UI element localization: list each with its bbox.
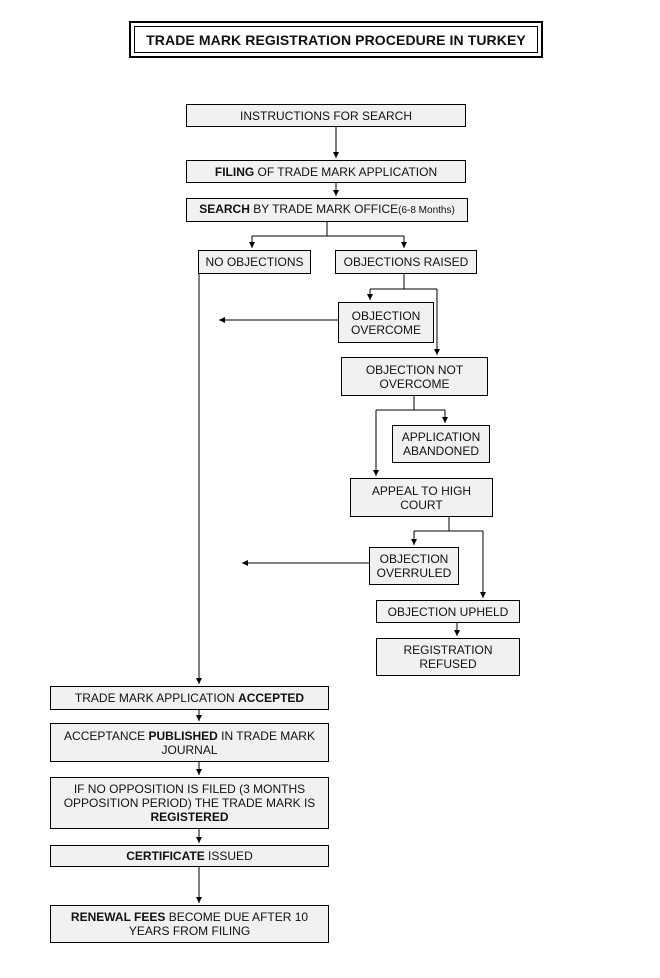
step-trade-mark-registered: IF NO OPPOSITION IS FILED (3 MONTHS OPPO… bbox=[50, 777, 329, 829]
step-objection-upheld: OBJECTION UPHELD bbox=[376, 600, 520, 623]
step-no-objections: NO OBJECTIONS bbox=[198, 250, 311, 274]
step-renewal-fees-due: RENEWAL FEES BECOME DUE AFTER 10 YEARS F… bbox=[50, 905, 329, 943]
step-appeal-to-high-court: APPEAL TO HIGH COURT bbox=[350, 478, 493, 517]
step-application-accepted: TRADE MARK APPLICATION ACCEPTED bbox=[50, 686, 329, 710]
page-title-text: TRADE MARK REGISTRATION PROCEDURE IN TUR… bbox=[134, 26, 538, 53]
step-filing: FILING OF TRADE MARK APPLICATION bbox=[186, 160, 466, 183]
step-application-abandoned: APPLICATION ABANDONED bbox=[392, 425, 490, 463]
step-certificate-issued: CERTIFICATE ISSUED bbox=[50, 845, 329, 867]
step-instructions-for-search: INSTRUCTIONS FOR SEARCH bbox=[186, 104, 466, 127]
step-acceptance-published: ACCEPTANCE PUBLISHED IN TRADE MARK JOURN… bbox=[50, 723, 329, 762]
step-objection-overruled: OBJECTION OVERRULED bbox=[369, 547, 459, 585]
step-objection-not-overcome: OBJECTION NOT OVERCOME bbox=[341, 357, 488, 396]
page-title: TRADE MARK REGISTRATION PROCEDURE IN TUR… bbox=[129, 21, 543, 58]
step-registration-refused: REGISTRATION REFUSED bbox=[376, 638, 520, 676]
step-search: SEARCH BY TRADE MARK OFFICE(6-8 Months) bbox=[186, 198, 468, 222]
step-objections-raised: OBJECTIONS RAISED bbox=[335, 250, 477, 274]
step-objection-overcome: OBJECTION OVERCOME bbox=[338, 302, 434, 343]
